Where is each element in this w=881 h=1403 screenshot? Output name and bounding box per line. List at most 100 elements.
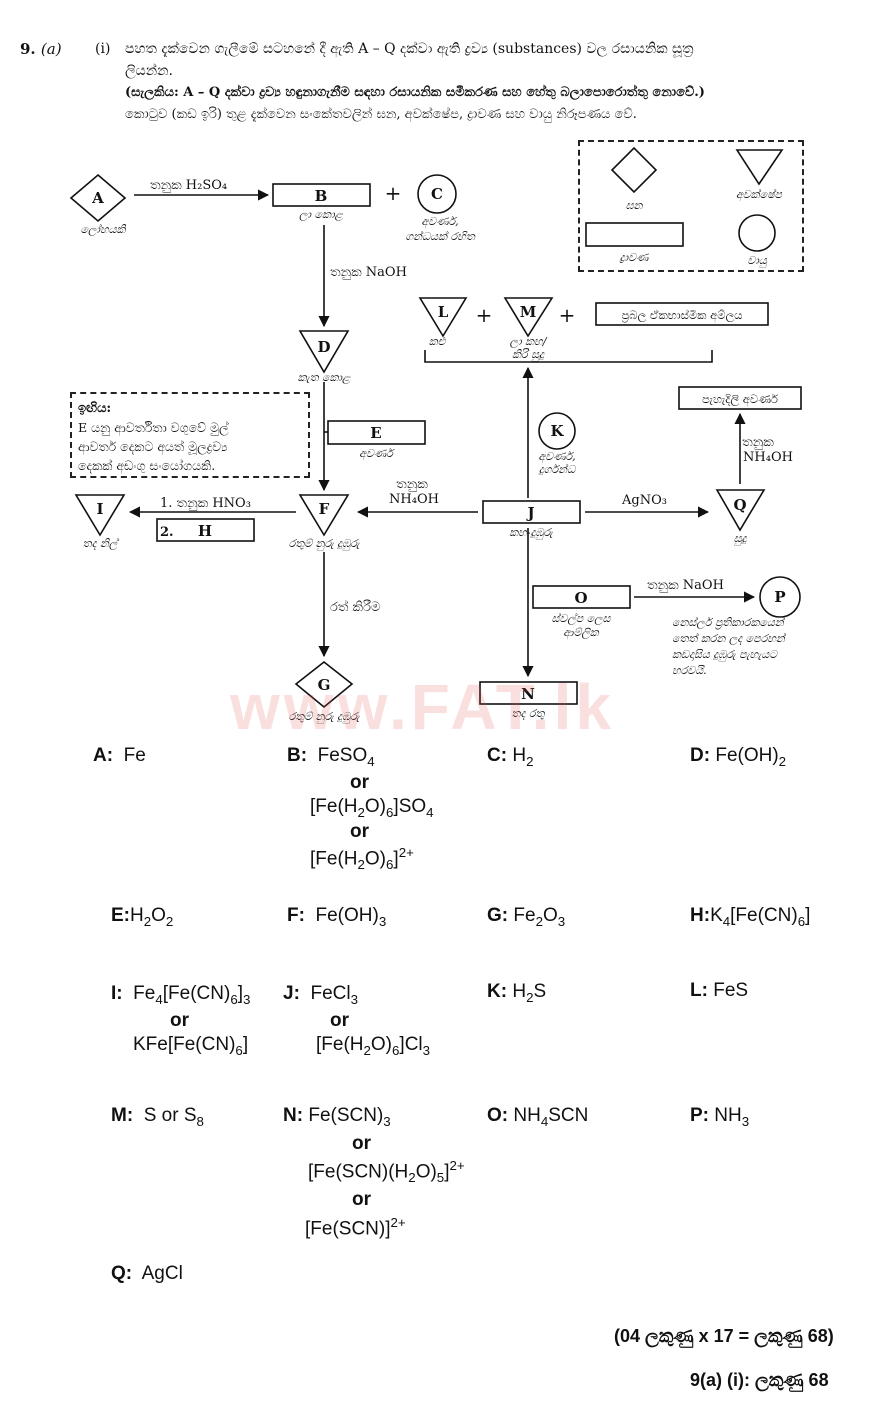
hint-box: ඉඟිය: E යනු ආවර්තිතා වගුවේ මුල් ආවර්ත දෙ…: [70, 392, 310, 478]
reagent-dil-h2so4: තනුක H₂SO₄: [150, 178, 227, 193]
node-N-label: N: [521, 685, 535, 703]
question-legend-note: කොටුව (කඩ ඉරි) තුළ දැක්වෙන සංකේතවලින් ඝන…: [125, 107, 637, 122]
caption-J: කහ-දුඹුරු: [509, 526, 553, 540]
answer-B-alt-2: [Fe(H2O)6]2+: [310, 845, 414, 873]
hint-line-2: ආවර්ත දෙකට අයත් මූලද්‍රව්‍ය: [78, 439, 228, 454]
flow-diagram: A B C D E F I H G L M K J Q O P N ප්‍රබල…: [69, 146, 802, 724]
node-C-circle: [417, 174, 457, 214]
answer-J: J: FeCl3: [283, 983, 358, 1007]
legend-precipitate-triangle: [735, 149, 784, 186]
node-strong-acid-rect: [595, 302, 769, 326]
node-D-triangle: [298, 330, 350, 374]
answer-C: C: H2: [487, 745, 534, 769]
plus-M-acid: +: [559, 303, 576, 327]
reagent-heat: රත් කිරීම: [330, 599, 380, 615]
answer-B-or-1: or: [350, 772, 369, 793]
node-Q-label: Q: [733, 496, 746, 514]
node-M-label: M: [520, 303, 537, 321]
node-G-label: G: [318, 676, 331, 694]
node-I-triangle: [74, 494, 126, 537]
node-K-circle: [538, 412, 576, 450]
legend-solution-caption: ද්‍රාවණ: [620, 251, 650, 264]
legend-solution-rect: [585, 222, 684, 247]
caption-E: අවර්ණ: [359, 447, 395, 461]
node-A-label: A: [91, 189, 104, 207]
node-pale-colourless-rect: [678, 386, 802, 410]
watermark: www.FAT.lk: [230, 671, 615, 743]
reagent-step-2: 2.: [160, 525, 174, 540]
reagent-q-nh4oh-bottom: NH₄OH: [743, 450, 793, 465]
node-J-label: J: [525, 504, 534, 522]
node-D-label: D: [317, 338, 330, 356]
reagent-q-nh4oh-top: තනුක: [742, 435, 774, 450]
answer-K: K: H2S: [487, 981, 547, 1005]
bracket-L-M-acid: [424, 350, 713, 363]
caption-M-2: කිරි සුදු: [512, 348, 545, 362]
node-O-rect: [532, 585, 631, 609]
node-N-rect: [479, 681, 578, 705]
answer-G: G: Fe2O3: [487, 905, 566, 929]
answer-Q: Q: AgCl: [111, 1263, 183, 1284]
node-B-rect: [272, 183, 371, 207]
strong-acid-label: ප්‍රබල ඒකභාස්මික අම්ලය: [621, 308, 743, 323]
question-line-2: ලියන්න.: [125, 63, 173, 79]
node-O-label: O: [574, 589, 587, 607]
reagent-agno3: AgNO₃: [621, 493, 667, 508]
caption-K-2: දුර්ගන්ධ: [538, 463, 577, 476]
node-F-label: F: [319, 500, 330, 518]
answer-F: F: Fe(OH)3: [287, 905, 387, 929]
answer-H: H:K4[Fe(CN)6]: [690, 905, 811, 929]
legend-solid-diamond: [610, 146, 658, 194]
caption-P-1: නෙස්ලර් ප්‍රතිකාරකයෙන්: [672, 616, 785, 630]
answer-E: E:H2O2: [111, 905, 174, 929]
caption-B: ලා කොළ: [299, 208, 344, 221]
caption-O-2: ආම්ලික: [563, 626, 599, 640]
marks-per-item: (04 ලකුණු x 17 = ලකුණු 68): [614, 1326, 834, 1346]
hint-line-1: E යනු ආවර්තිතා වගුවේ මුල්: [78, 420, 229, 435]
caption-G: රතුම් නුරු දුඹුරු: [289, 710, 361, 724]
answer-J-or: or: [330, 1010, 349, 1031]
node-E-label: E: [370, 424, 381, 442]
caption-P-3: කඩදාසිය දුඹුරු පැහැයට: [672, 648, 778, 662]
answer-O: O: NH4SCN: [487, 1105, 589, 1129]
caption-I: තද නිල්: [83, 537, 120, 551]
plus-B-C: +: [385, 181, 402, 205]
caption-C-2: ගන්ධයක් රහිත: [405, 230, 476, 243]
answer-N-alt-2: [Fe(SCN)]2+: [305, 1215, 406, 1240]
node-P-label: P: [774, 588, 785, 606]
caption-N: තද රතු: [512, 707, 546, 721]
question-note: (සැලකිය: A – Q දක්වා ද්‍රව්‍ය හඳුනාගැනීම…: [125, 85, 705, 100]
answer-L: L: FeS: [690, 980, 749, 1001]
symbol-legend: [578, 140, 804, 272]
node-A-diamond: [69, 173, 127, 223]
answer-M: M: S or S8: [111, 1105, 204, 1129]
hint-line-3: දෙකක් අඩංගු සංයෝගයකි.: [78, 458, 216, 473]
node-Q-triangle: [715, 489, 766, 532]
caption-C-1: අවර්ණ,: [421, 215, 458, 229]
node-C-label: C: [431, 185, 443, 203]
caption-P-2: තෙත් කරන ලද පෙරහන්: [672, 632, 786, 646]
caption-D: කැත කොළ: [298, 371, 351, 384]
legend-solid-caption: ඝන: [626, 199, 644, 212]
caption-O-1: ස්වල්ප ලෙස: [552, 612, 612, 625]
caption-L: කළු: [429, 335, 446, 348]
answer-I: I: Fe4[Fe(CN)6]3: [111, 983, 251, 1007]
legend-gas-caption: වායු: [747, 254, 768, 268]
answer-B: B: FeSO4: [287, 745, 375, 769]
question-line-1: පහත දැක්වෙන ගැලීමේ සටහනේ දී ඇති A – Q දක…: [125, 41, 694, 57]
answer-J-alt-1: [Fe(H2O)6]Cl3: [316, 1034, 431, 1058]
reagent-step-1: 1. තනුක HNO₃: [160, 496, 251, 511]
answer-N-alt-1: [Fe(SCN)(H2O)5]2+: [308, 1158, 465, 1186]
caption-F: රතුම් නුරු දුඹුරු: [289, 537, 361, 551]
plus-L-M: +: [476, 303, 493, 327]
node-M-triangle: [503, 297, 554, 338]
legend-precipitate-caption: අවක්ෂේප: [736, 188, 783, 202]
reagent-dil-nh4oh-top: තනුක: [396, 477, 428, 492]
answer-I-alt-1: KFe[Fe(CN)6]: [133, 1034, 249, 1058]
answer-P: P: NH3: [690, 1105, 750, 1129]
reagent-dil-naoh-2: තනුක NaOH: [647, 578, 724, 593]
caption-A: ලෝහයකි: [80, 223, 126, 236]
legend-gas-circle: [738, 214, 776, 252]
node-B-label: B: [315, 187, 328, 205]
answer-I-or: or: [170, 1010, 189, 1031]
